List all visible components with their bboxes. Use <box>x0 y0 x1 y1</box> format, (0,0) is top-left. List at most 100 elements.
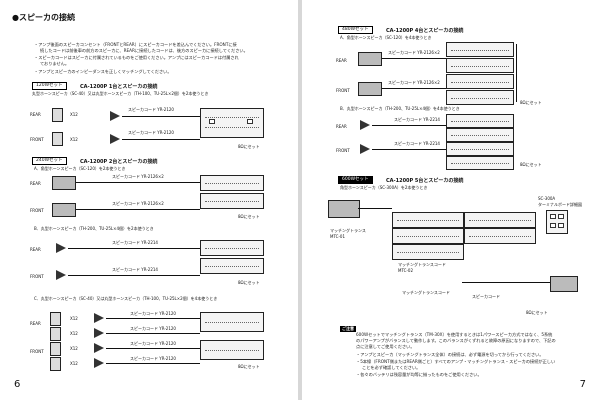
section-title-600w: CA-1200P 5台とスピーカの接続 <box>386 178 464 184</box>
section-badge-600w: 600Wセット <box>338 176 373 184</box>
rear-label: REAR <box>336 58 347 63</box>
amplifier-unit-icon <box>446 90 514 105</box>
cord-label: スピーカコード YR-2214 <box>112 267 158 272</box>
cord-line <box>516 44 517 102</box>
cord-line <box>462 282 550 283</box>
speaker-icon <box>52 108 63 122</box>
section-title-240w: CA-1200P 2台とスピーカの接続 <box>80 159 158 165</box>
cord-label: スピーカコード YR-2120 <box>128 107 174 112</box>
notice-line: のパワーアンプがバランスして動作します。このバランスがくずれると故障の原因になり… <box>356 338 556 343</box>
notice-line: 600Wセットでマッチングトランス（TM-30X）を使用するときは1パワースピー… <box>356 332 553 337</box>
section-title-480w: CA-1200P 4台とスピーカの接続 <box>386 28 464 34</box>
cord-label: スピーカコード <box>472 294 500 299</box>
speaker-icon <box>50 342 61 356</box>
speaker-icon <box>50 312 61 326</box>
impedance-label: 8Ωにセット <box>520 162 542 167</box>
section-sub-600w: 角型ホーンスピーカ（SC-300A）を2本使うとき <box>340 185 428 190</box>
subsection-b: B．丸型ホーンスピーカ（TH-200、TU-25L×4個）を4本使うとき <box>340 106 460 111</box>
horn-speaker-icon <box>110 111 120 121</box>
terminal-board-icon <box>546 210 568 234</box>
amplifier-unit-icon <box>446 74 514 89</box>
notice-line: ことを必ず確認してください。 <box>362 365 421 370</box>
front-label: FRONT <box>336 148 350 153</box>
cord-label: スピーカコード YR-2120 <box>128 130 174 135</box>
note-line: 続したコードは前後車の前方のスピーカに、REARに接続したコードは、後方のスピー… <box>40 48 248 53</box>
cord-label: スピーカコード YR-2120 <box>130 356 176 361</box>
note-line: ・アンプとスピーカのインピーダンスを正しくマッチングしてください。 <box>34 69 172 74</box>
amplifier-unit-icon <box>200 312 264 332</box>
horn-speaker-icon <box>56 270 66 280</box>
front-label: FRONT <box>336 88 350 93</box>
horn-speaker-icon <box>94 343 104 353</box>
subsection-a: A．角型ホーンスピーカ（SC-120）を2本使うとき <box>34 166 126 171</box>
trans-label: マッチングトランス <box>330 228 366 233</box>
cord-label: マッチングトランスコード <box>398 262 446 267</box>
amplifier-unit-icon <box>446 58 514 73</box>
square-horn-speaker-icon <box>358 52 382 66</box>
amplifier-unit-icon <box>446 128 514 142</box>
amplifier-unit-icon <box>392 228 464 244</box>
square-horn-speaker-icon <box>52 203 76 217</box>
subsection-c: C．丸型ホーンスピーカ（SC-40）又は丸型ホーンスピーカ（TH-100、TU-… <box>34 296 218 301</box>
cord-label: スピーカコード YR-2126×2 <box>112 174 164 179</box>
square-horn-speaker-icon <box>52 176 76 190</box>
amplifier-unit-icon <box>200 258 264 274</box>
cord-line <box>382 88 446 89</box>
front-label: FRONT <box>30 208 44 213</box>
cord-line <box>372 125 446 126</box>
large-horn-speaker-icon <box>328 200 360 218</box>
section-badge-120w: 120Wセット <box>32 82 67 90</box>
amplifier-unit-icon <box>200 193 264 209</box>
cord-line <box>68 275 200 276</box>
front-label: FRONT <box>30 137 44 142</box>
subsection-b: B．丸型ホーンスピーカ（TH-200、TU-25L×4個）を2本使うとき <box>34 226 154 231</box>
notice-line: ・5本線（FRONT側またはREAR側ごと）すべてのアンプ・マッチングトランス・… <box>356 359 556 364</box>
square-horn-speaker-icon <box>358 82 382 96</box>
note-line: ・スピーカコードはスピーカに付属されているものをご使用ください。アンプにはスピー… <box>34 55 239 60</box>
cord-label: スピーカコード YR-2126×2 <box>112 201 164 206</box>
qty-label: X12 <box>70 331 78 336</box>
cord-label: マッチングトランスコード <box>402 290 450 295</box>
horn-speaker-icon <box>56 243 66 253</box>
notice-line: ・アンプとスピーカ（マッチングトランス全体）の接続は、必ず電源を切ってから行って… <box>356 352 544 357</box>
right-page: 480Wセット CA-1200P 4台とスピーカの接続 A．角型ホーンスピーカ（… <box>302 0 600 400</box>
cord-line <box>122 116 200 117</box>
rear-label: REAR <box>30 112 41 117</box>
page-gutter <box>298 0 302 400</box>
subsection-a: A．角型ホーンスピーカ（SC-120）を4本使うとき <box>340 35 432 40</box>
speaker-icon <box>50 357 61 371</box>
cord-line <box>106 318 200 319</box>
cord-code: MTC-01 <box>330 234 345 239</box>
cord-code: MTC-02 <box>398 268 413 273</box>
section-title-120w: CA-1200P 1台とスピーカの接続 <box>80 84 158 90</box>
impedance-label: 8Ωにセット <box>520 100 542 105</box>
left-page: ●スピーカの接続 ・アンプ後面のスピーカコンセント（FRONTとREAR）にスピ… <box>0 0 298 400</box>
speaker-icon <box>52 132 63 146</box>
cord-line <box>76 182 200 183</box>
horn-speaker-icon <box>94 328 104 338</box>
horn-speaker-icon <box>360 120 370 130</box>
horn-speaker-icon <box>94 313 104 323</box>
horn-speaker-icon <box>110 134 120 144</box>
section-badge-480w: 480Wセット <box>338 26 373 34</box>
qty-label: X12 <box>70 316 78 321</box>
cord-line <box>358 208 392 209</box>
front-label: FRONT <box>30 274 44 279</box>
model-label: SC-300A <box>538 196 556 201</box>
page-heading: ●スピーカの接続 <box>12 13 75 22</box>
impedance-label: 8Ωにセット <box>238 280 260 285</box>
impedance-label: 8Ωにセット <box>238 364 260 369</box>
impedance-label: 8Ωにセット <box>238 144 260 149</box>
amplifier-unit-icon <box>446 156 514 170</box>
terminal-label: ターミナルボード詳細図 <box>538 202 582 207</box>
qty-label: X12 <box>70 112 78 117</box>
speaker-icon <box>50 327 61 341</box>
amplifier-unit-icon <box>392 212 464 228</box>
cord-label: スピーカコード YR-2126×2 <box>388 50 440 55</box>
cord-line <box>106 348 200 349</box>
cord-line <box>68 248 200 249</box>
note-line: ・アンプ後面のスピーカコンセント（FRONTとREAR）にスピーカコードを差込ん… <box>34 42 237 47</box>
notice-line: 点に注意してご使用ください。 <box>356 344 415 349</box>
cord-label: スピーカコード YR-2120 <box>130 341 176 346</box>
qty-label: X12 <box>70 137 78 142</box>
